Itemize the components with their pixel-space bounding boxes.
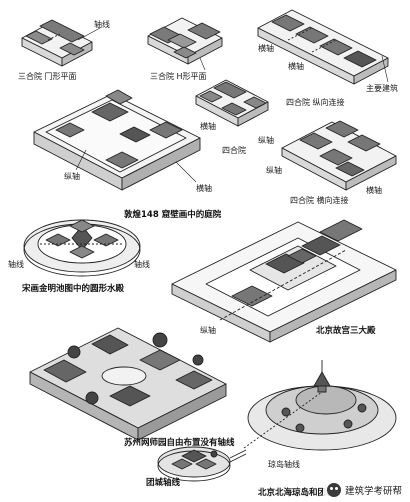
- label-island-axis: 琼岛轴线: [268, 460, 300, 469]
- qiongdao-island-drawing: [243, 360, 397, 451]
- label-siheyuan-horizontal: 四合院 横向连接: [290, 196, 349, 205]
- sanheyuan-h-drawing: [147, 17, 223, 65]
- dunhuang-courtyard-drawing: [33, 89, 201, 191]
- sanheyuan-u-drawing: [21, 19, 93, 67]
- label-horizontal-axis-c: 横轴: [200, 122, 216, 131]
- caption-suzhou: 苏州网师园自由布置没有轴线: [124, 438, 235, 448]
- watermark-text: 建筑学考研帮: [344, 486, 402, 497]
- siheyuan-horizontal-drawing: [281, 120, 397, 191]
- watermark: 建筑学考研帮: [322, 482, 406, 498]
- label-axis-left: 轴线: [8, 260, 24, 269]
- caption-dunhuang: 敦煌148 窟壁画中的庭院: [124, 210, 222, 220]
- label-vertical-axis-c: 纵轴: [64, 172, 80, 181]
- caption-beihai: 北京北海琼岛和团城: [258, 488, 335, 498]
- round-water-hall-drawing: [23, 219, 141, 277]
- label-axis-right: 轴线: [134, 260, 150, 269]
- caption-tuancheng-axis: 团城轴线: [146, 478, 181, 488]
- label-sanheyuan-u: 三合院 冂形平面: [18, 72, 77, 81]
- leader-line: [199, 57, 206, 71]
- tuancheng-drawing: [157, 446, 247, 482]
- leader-line: [75, 149, 87, 171]
- wechat-icon: [326, 483, 341, 497]
- label-siheyuan: 四合院: [222, 146, 246, 155]
- label-horizontal-axis-d: 横轴: [196, 184, 212, 193]
- label-siheyuan-vertical: 四合院 纵向连接: [286, 98, 345, 107]
- caption-forbidden-city: 北京故宫三大殿: [316, 326, 376, 336]
- label-sanheyuan-h: 三合院 H形平面: [150, 72, 207, 81]
- suzhou-garden-drawing: [29, 327, 227, 441]
- leader-line: [381, 55, 389, 83]
- label-horizontal-axis-b: 横轴: [288, 62, 304, 71]
- leader-line: [175, 161, 197, 183]
- label-vertical-axis-d: 纵轴: [200, 326, 216, 335]
- label-axis-top: 轴线: [94, 20, 110, 29]
- leader-line: [77, 27, 101, 41]
- label-main-building: 主要建筑: [366, 84, 398, 93]
- siheyuan-drawing: [195, 79, 269, 127]
- siheyuan-vertical-drawing: [257, 9, 389, 85]
- label-horizontal-axis-a: 横轴: [258, 44, 274, 53]
- label-vertical-axis-a: 纵轴: [258, 136, 274, 145]
- forbidden-city-drawing: [171, 219, 397, 343]
- caption-song-painting: 宋画金明池图中的圆形水殿: [22, 284, 125, 294]
- label-vertical-axis-b: 纵轴: [266, 166, 282, 175]
- label-horizontal-axis-e: 横轴: [366, 186, 382, 195]
